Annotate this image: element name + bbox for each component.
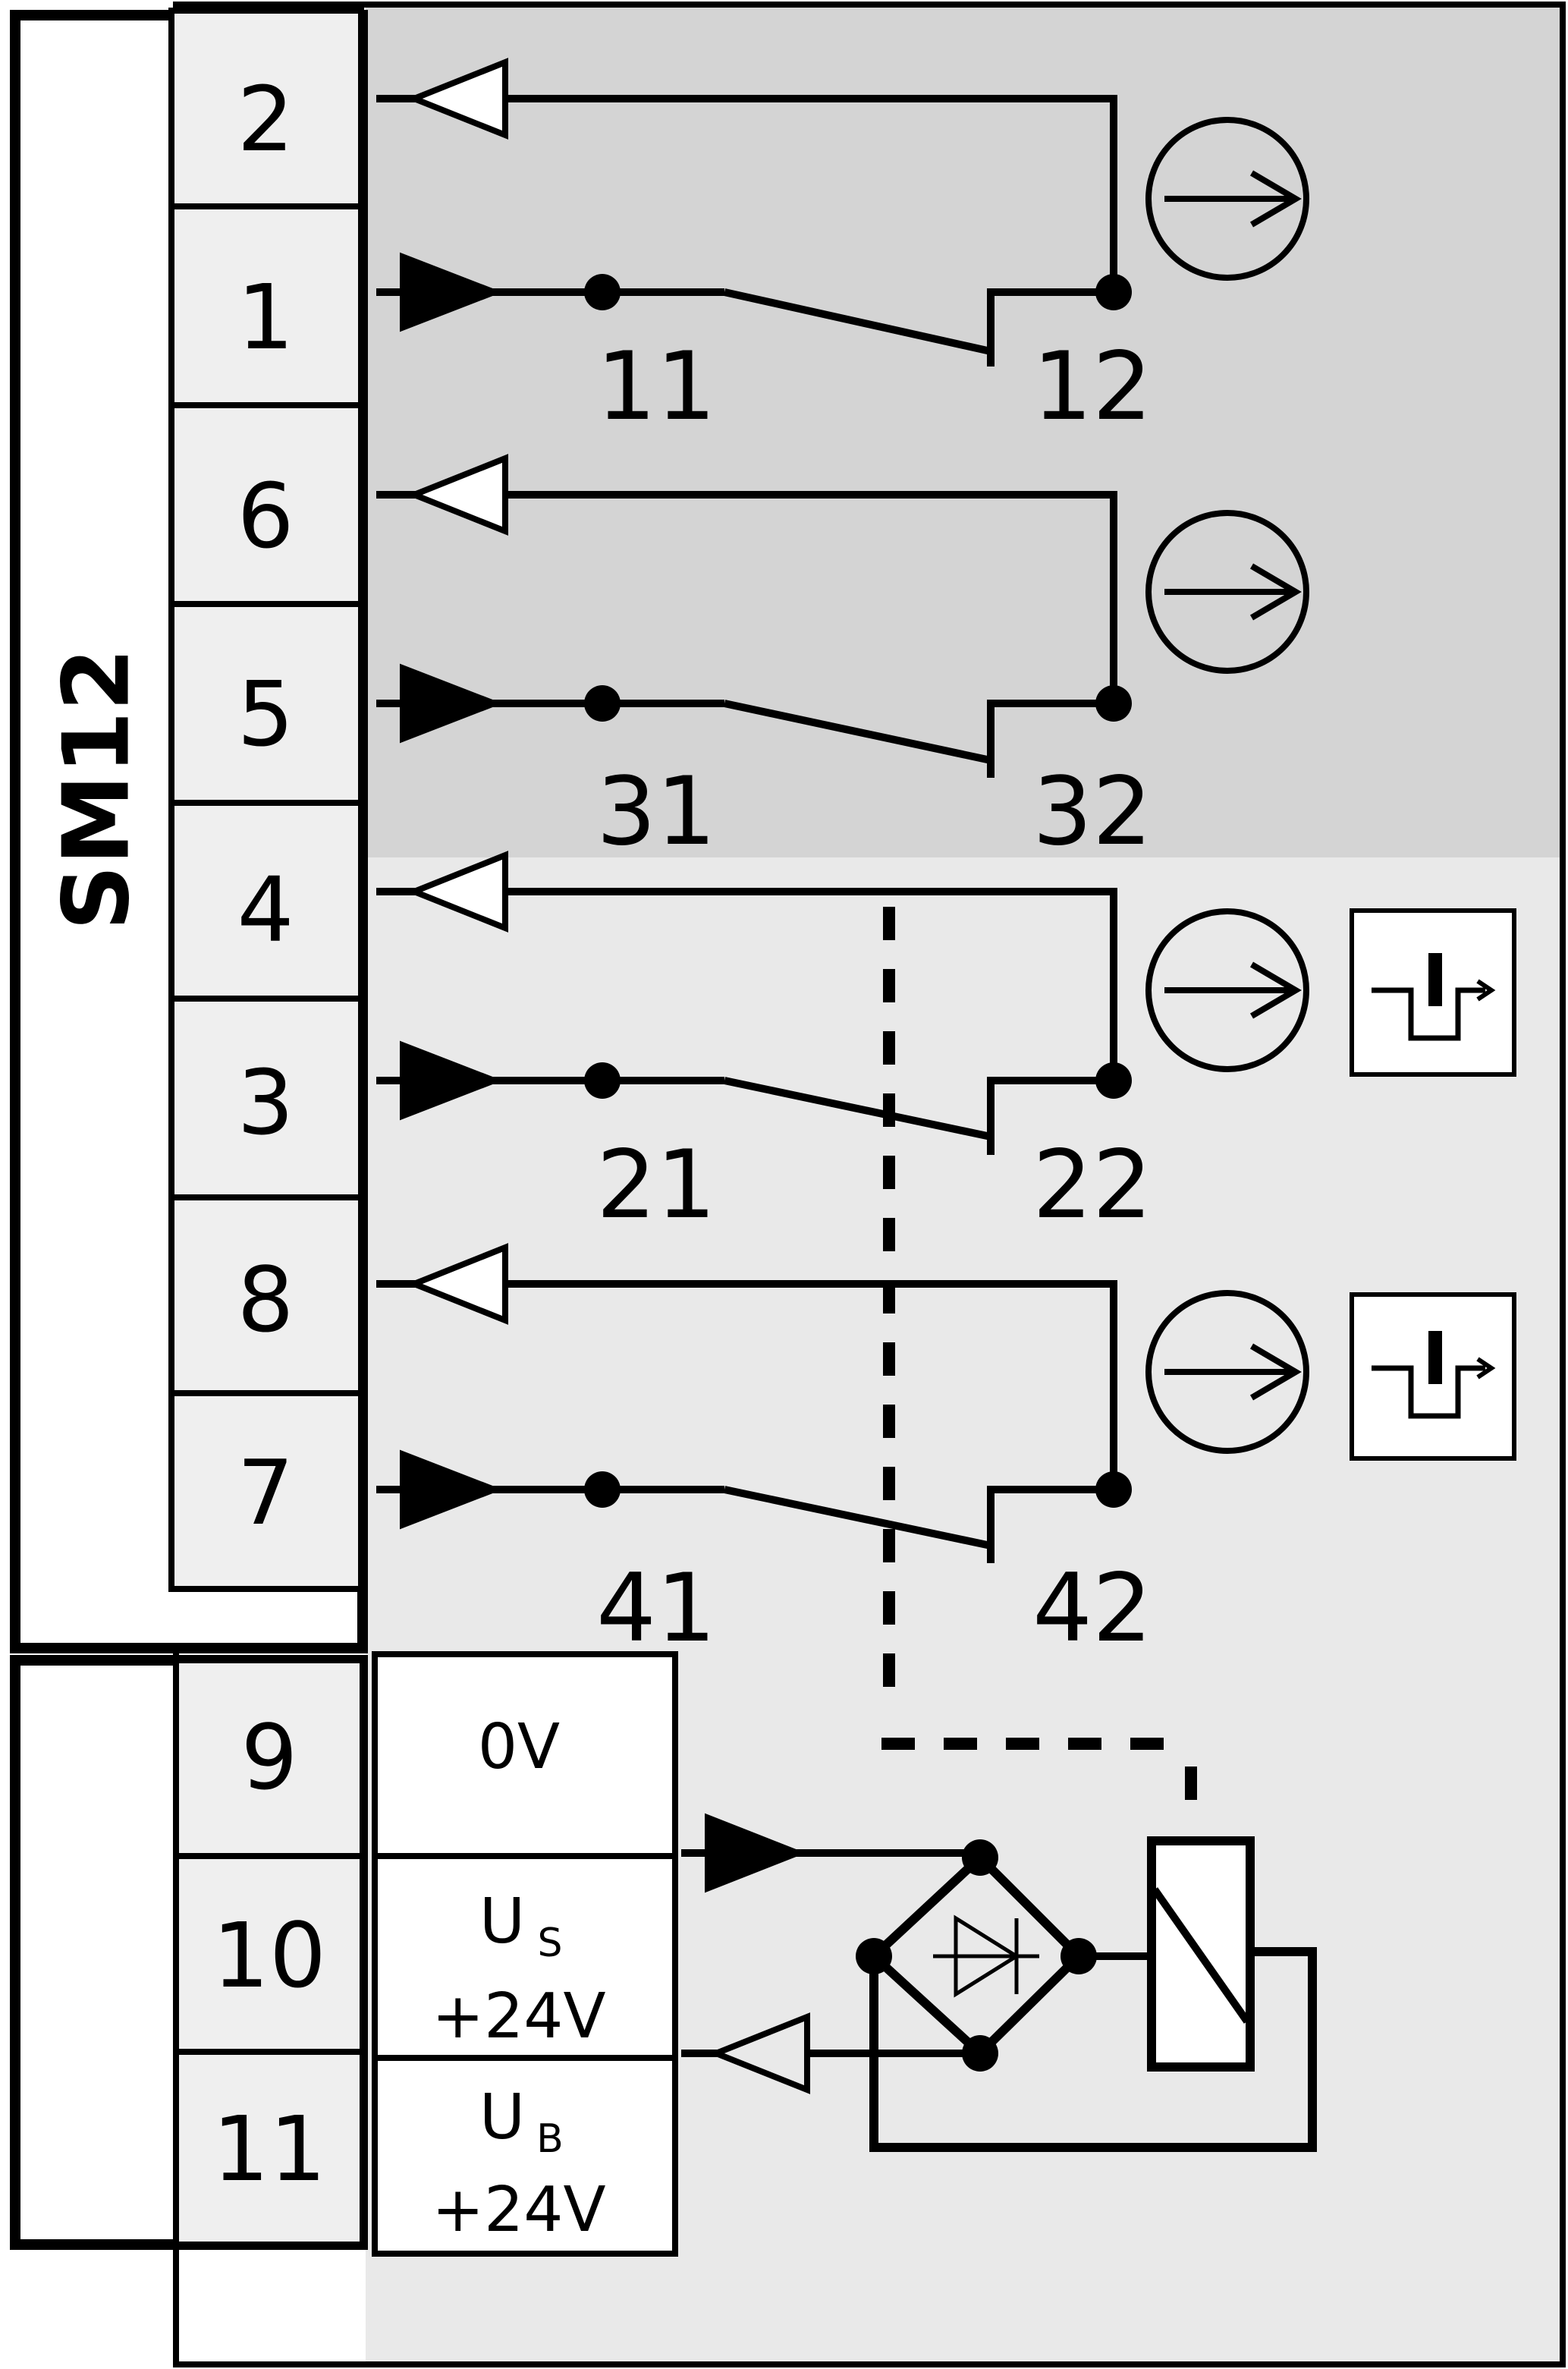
solenoid-circuit [681,1813,1317,2152]
contact-node [584,1471,621,1508]
contact-node [1095,1471,1132,1508]
arrow-right-in-circle-icon [1145,117,1309,281]
label-ub-voltage: +24V [432,2174,605,2246]
switch-blade [723,288,992,355]
terminal-11: 11 [212,2097,326,2201]
output-arrow-icon [406,851,508,933]
contact-number: 41 [596,1554,716,1663]
contact-node [584,1062,621,1099]
bottom-white-strip [176,2251,366,2364]
input-arrow-icon [400,252,503,332]
contact-node [584,685,621,722]
output-wire [376,888,1117,1070]
switch-blade [723,1077,992,1140]
bridge-node [962,2035,998,2072]
arrow-right-in-circle-icon [1145,510,1309,674]
input-arrow-icon [400,1040,503,1121]
contact-number: 21 [596,1131,716,1240]
direction-symbols [1145,117,1309,1454]
input-arrow-icon [400,663,503,744]
guard-locking-symbols [1350,908,1516,1461]
guard-locking-actuator-icon [1350,908,1516,1077]
contact-node [584,274,621,310]
contact-bracket [987,1077,1114,1155]
label-us-sub: S [537,1921,562,1966]
contact-bracket [987,700,1114,778]
contact-node [1095,274,1132,310]
guard-locking-actuator-icon [1350,1292,1516,1461]
upper-shaded-area [366,5,1563,857]
terminal-strip [168,8,366,2248]
output-wire [376,491,1117,692]
contact-number: 11 [596,332,716,442]
output-wire [376,95,1117,281]
bridge-node [962,1839,998,1876]
output-arrow-icon [406,454,508,536]
contact-circuit-31-32: 31 32 [376,454,1152,867]
terminal-9: 9 [240,1705,297,1810]
supply-labels: 0V U S +24V U B +24V [372,1651,678,2257]
label-0v: 0V [478,1711,560,1783]
contact-node [1095,1062,1132,1099]
label-us-main: U [479,1886,525,1958]
contact-node [1095,685,1132,722]
terminal-4: 4 [237,857,294,962]
contact-number: 22 [1032,1131,1152,1240]
contact-circuit-21-22: 21 22 [376,851,1152,1240]
terminal-8: 8 [237,1247,294,1352]
arrow-right-in-circle-icon [1145,908,1309,1072]
terminal-3: 3 [237,1050,294,1155]
switch-blade [723,700,992,764]
switch-blade [723,1486,992,1549]
solenoid-coil-icon [1147,1836,1255,2072]
coil-return-wire [869,1947,1317,2152]
terminal-6: 6 [237,464,294,568]
output-wire [376,1280,1117,1478]
contact-number: 42 [1032,1554,1152,1663]
contact-bracket [987,1486,1114,1563]
mechanical-linkage [881,907,1197,1804]
terminal-10: 10 [212,1903,326,2008]
label-ub-sub: B [536,2116,564,2162]
contact-circuit-41-42: 41 42 [376,1243,1152,1663]
contact-circuit-11-12: 11 12 [376,58,1152,442]
label-us-voltage: +24V [432,1980,605,2053]
contact-number: 12 [1032,332,1152,442]
label-ub-main: U [479,2081,525,2153]
output-arrow-icon [406,58,508,140]
terminal-2: 2 [237,67,294,171]
output-arrow-icon [708,2012,810,2094]
contact-number: 31 [596,757,716,867]
terminal-1: 1 [237,265,294,370]
terminal-numbers: 2 1 6 5 4 3 8 7 9 10 11 [212,67,326,2201]
output-arrow-icon [406,1243,508,1325]
diode-icon [933,1914,1039,1998]
module-label: SM12 [45,648,150,931]
contact-number: 32 [1032,757,1152,867]
arrow-right-in-circle-icon [1145,1290,1309,1454]
terminal-7: 7 [237,1440,294,1545]
terminal-5: 5 [237,662,294,766]
input-arrow-icon [400,1449,503,1530]
contact-bracket [987,288,1114,367]
